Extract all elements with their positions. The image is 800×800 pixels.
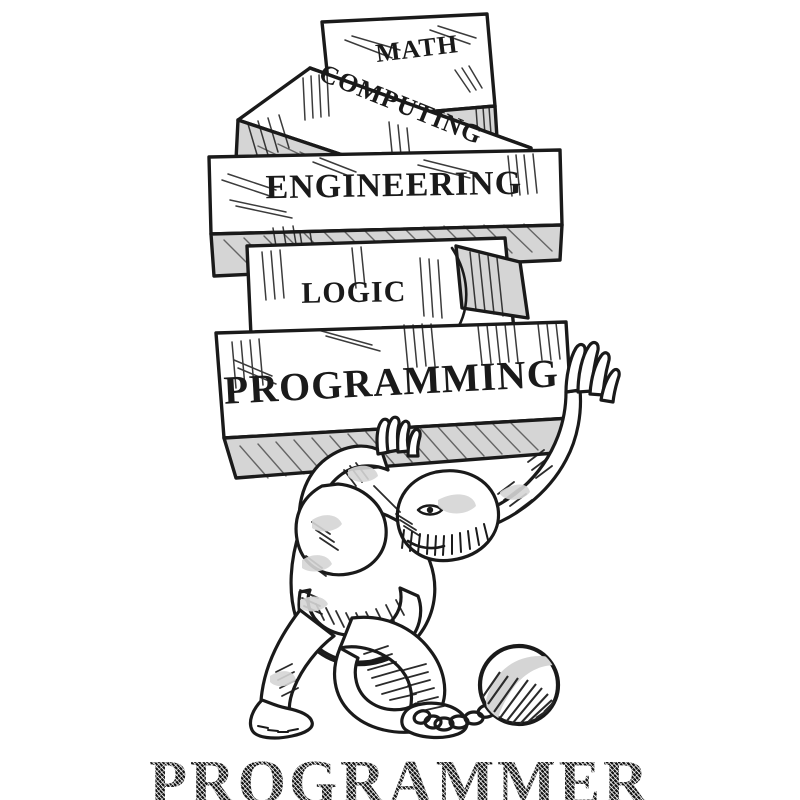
shoulder (294, 482, 388, 577)
caption-text: PROGRAMMER (149, 749, 651, 800)
slab-engineering-label: ENGINEERING (265, 165, 522, 206)
slab-logic: LOGIC (245, 236, 530, 338)
slab-stack: MATH COMPUTING (207, 12, 574, 480)
head (395, 469, 501, 563)
ball-and-chain (412, 643, 561, 732)
left-hand (375, 415, 422, 458)
back-foot-toes (257, 725, 299, 733)
right-hand (564, 340, 621, 404)
slab-logic-label: LOGIC (301, 275, 407, 310)
atlas-programmer-figure (248, 340, 621, 740)
mouth (406, 539, 446, 550)
chain (412, 703, 498, 732)
caption-programmer: PROGRAMMER (0, 749, 800, 800)
slab-programming: PROGRAMMING (214, 320, 574, 480)
body-tone (270, 465, 530, 687)
iron-ball-shading (481, 656, 558, 724)
pupil (426, 506, 434, 514)
